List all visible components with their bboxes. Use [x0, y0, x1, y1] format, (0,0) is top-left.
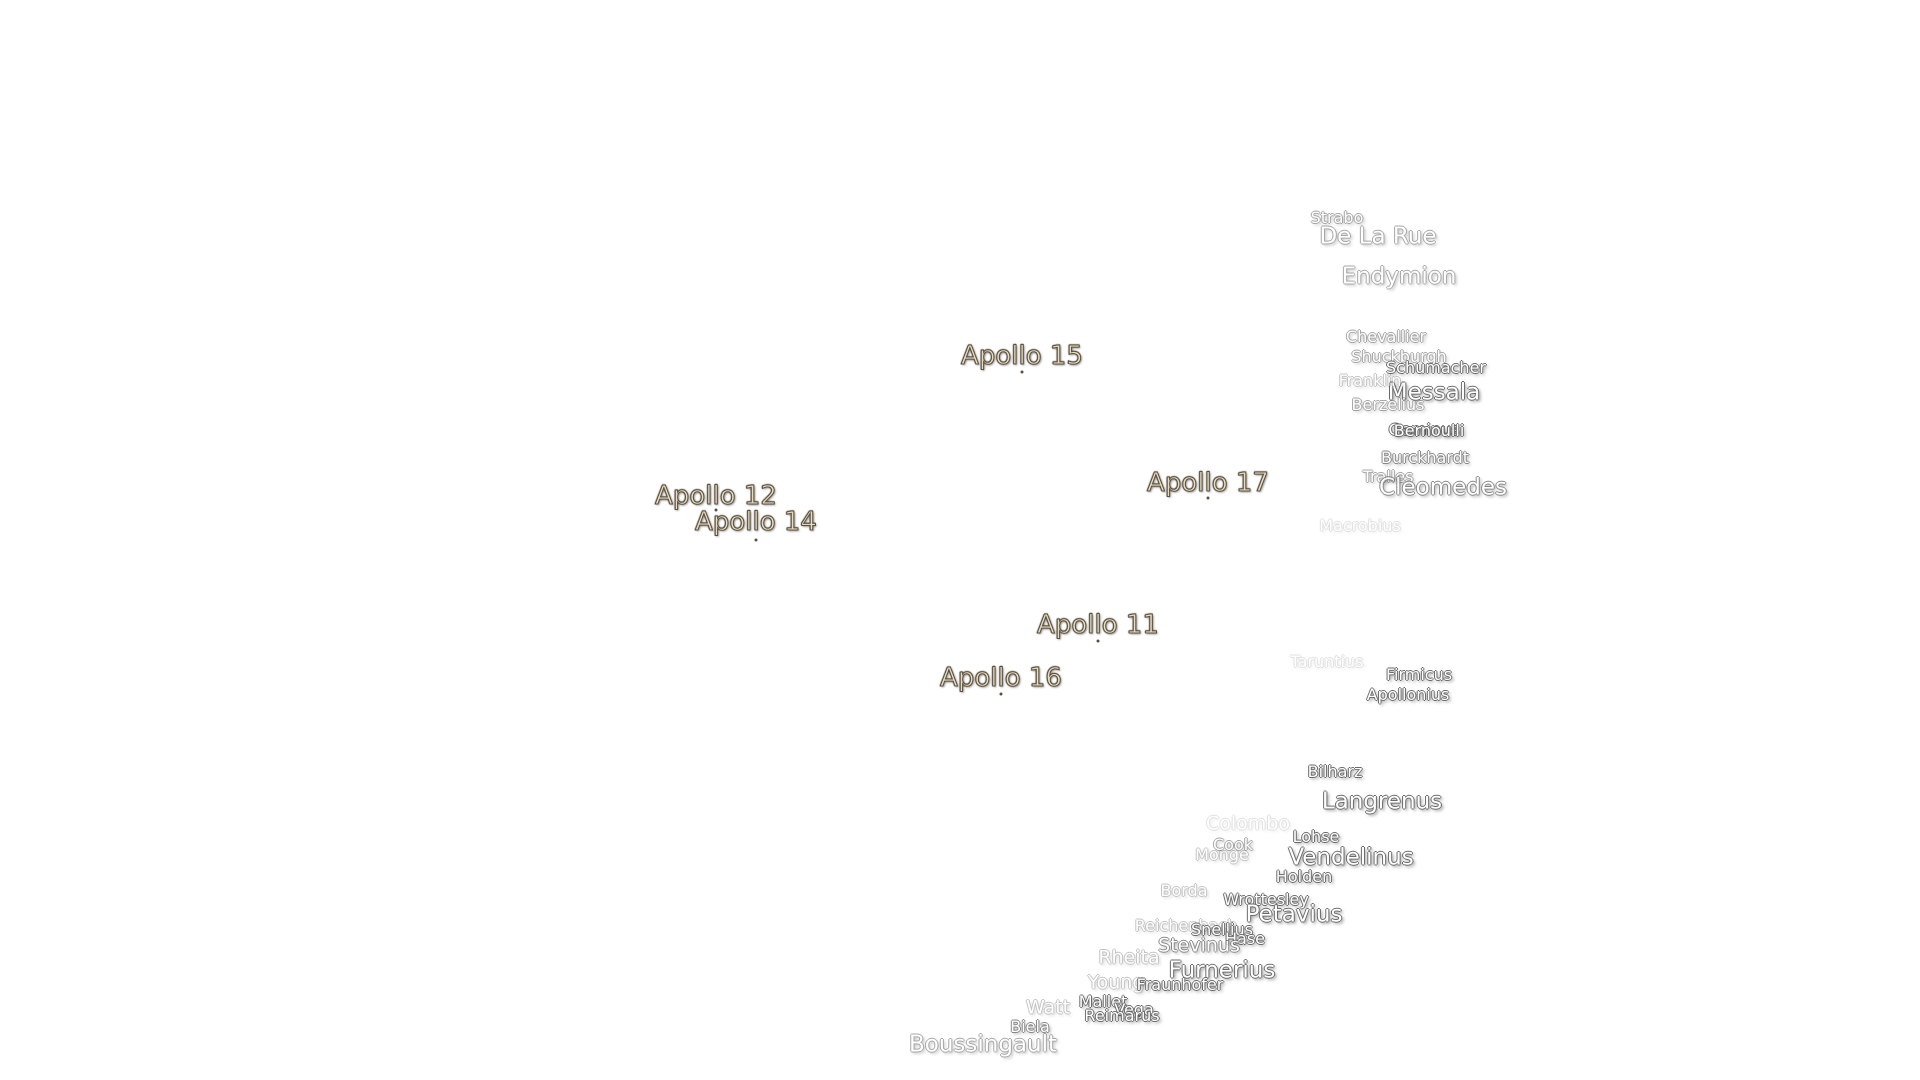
crater-label-messala[interactable]: Messala: [1387, 379, 1481, 406]
crater-label-stevinus[interactable]: Stevinus: [1158, 934, 1240, 957]
crater-label-strabo[interactable]: Strabo: [1310, 208, 1364, 227]
crater-label-fraunhofer[interactable]: Fraunhofer: [1136, 975, 1224, 994]
crater-label-furnerius[interactable]: Furnerius: [1168, 957, 1276, 984]
apollo-16-site-marker[interactable]: [999, 692, 1003, 696]
apollo-11-label[interactable]: Apollo 11: [1037, 610, 1160, 640]
crater-label-borda[interactable]: Borda: [1160, 881, 1208, 900]
crater-label-hase[interactable]: Hase: [1224, 929, 1266, 948]
crater-label-cleomedes[interactable]: Cleomedes: [1379, 474, 1507, 501]
crater-label-vendelinus[interactable]: Vendelinus: [1288, 844, 1414, 871]
crater-label-shuckburgh[interactable]: Shuckburgh: [1351, 347, 1447, 366]
crater-label-biela[interactable]: Biela: [1010, 1017, 1050, 1036]
crater-label-bilharz[interactable]: Bilharz: [1307, 762, 1363, 781]
crater-label-boussingault[interactable]: Boussingault: [908, 1031, 1058, 1058]
crater-label-snellius[interactable]: Snellius: [1191, 920, 1253, 939]
crater-label-chevallier[interactable]: Chevallier: [1345, 327, 1427, 346]
crater-label-macrobius[interactable]: Macrobius: [1319, 516, 1401, 535]
crater-label-colombo[interactable]: Colombo: [1206, 812, 1290, 835]
crater-label-langrenus[interactable]: Langrenus: [1321, 788, 1443, 815]
crater-label-de-la-rue[interactable]: De La Rue: [1319, 223, 1437, 250]
crater-label-rheita[interactable]: Rheita: [1098, 946, 1160, 969]
apollo-15-site-marker[interactable]: [1020, 370, 1024, 374]
crater-label-burckhardt[interactable]: Burckhardt: [1380, 448, 1470, 467]
crater-label-cook[interactable]: Cook: [1212, 835, 1254, 854]
crater-label-endymion[interactable]: Endymion: [1341, 263, 1457, 290]
crater-label-mallet[interactable]: Mallet: [1078, 992, 1128, 1011]
crater-label-reimarus[interactable]: Reimarus: [1084, 1006, 1160, 1025]
apollo-16-label[interactable]: Apollo 16: [940, 663, 1063, 693]
crater-label-watt[interactable]: Watt: [1025, 996, 1071, 1019]
crater-label-holden[interactable]: Holden: [1275, 867, 1333, 886]
crater-label-petavius[interactable]: Petavius: [1245, 901, 1343, 928]
crater-label-schumacher[interactable]: Schumacher: [1386, 358, 1486, 377]
apollo-15-label[interactable]: Apollo 15: [961, 341, 1084, 371]
crater-label-taruntius[interactable]: Taruntius: [1290, 652, 1364, 671]
apollo-14-site-marker[interactable]: [754, 538, 758, 542]
apollo-12-label[interactable]: Apollo 12: [655, 481, 778, 511]
crater-label-reichenbach[interactable]: Reichenbach: [1134, 916, 1238, 935]
apollo-12-site-marker[interactable]: [714, 508, 718, 512]
crater-label-franklin[interactable]: Franklin: [1338, 371, 1402, 390]
crater-label-vega[interactable]: Vega: [1114, 1000, 1154, 1019]
apollo-17-label[interactable]: Apollo 17: [1147, 468, 1270, 498]
crater-label-apollonius[interactable]: Apollonius: [1366, 685, 1450, 704]
crater-label-berzelius[interactable]: Berzelius: [1351, 395, 1425, 414]
apollo-17-site-marker[interactable]: [1206, 496, 1210, 500]
apollo-11-site-marker[interactable]: [1096, 639, 1100, 643]
crater-label-firmicus[interactable]: Firmicus: [1385, 665, 1453, 684]
crater-label-monge[interactable]: Monge: [1195, 845, 1249, 864]
crater-label-bernoulli[interactable]: Bernoulli: [1393, 421, 1465, 440]
crater-label-young[interactable]: Young: [1087, 971, 1145, 994]
crater-label-tralles[interactable]: Tralles: [1362, 467, 1414, 486]
crater-label-wrottesley[interactable]: Wrottesley: [1223, 890, 1309, 909]
crater-label-lohse[interactable]: Lohse: [1292, 827, 1340, 846]
crater-label-geminus[interactable]: Geminus: [1388, 420, 1460, 439]
apollo-14-label[interactable]: Apollo 14: [695, 507, 818, 537]
